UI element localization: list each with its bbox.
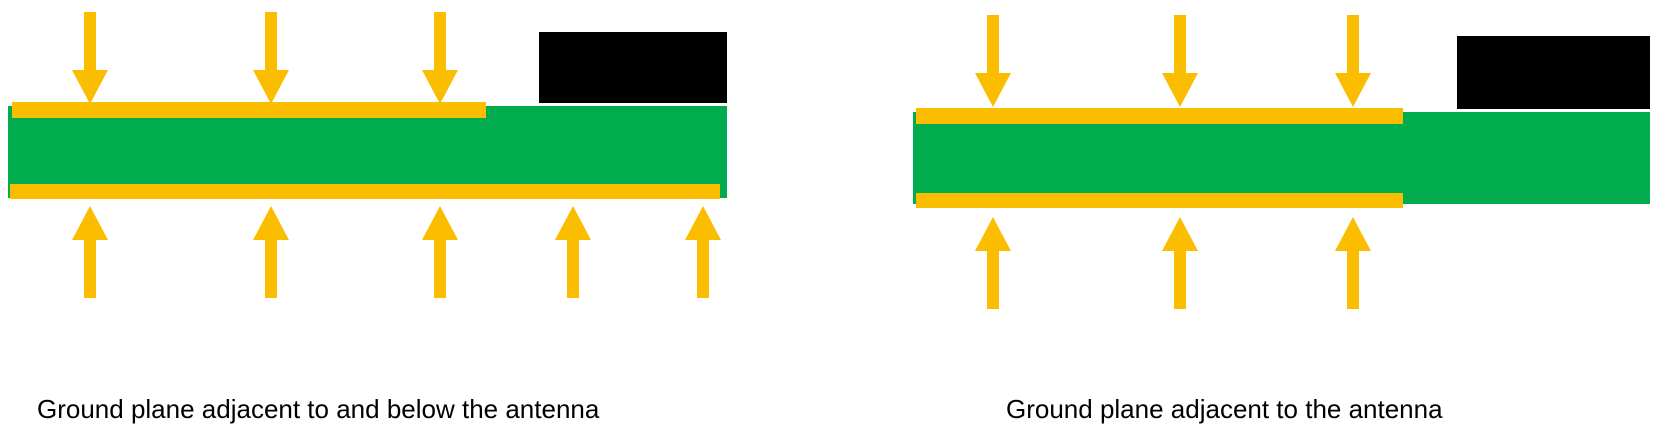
force-arrow-down bbox=[422, 12, 458, 104]
panel-right bbox=[913, 15, 1650, 309]
force-arrow-up bbox=[555, 206, 591, 298]
force-arrow-down bbox=[1335, 15, 1371, 107]
ground-plane-bottom bbox=[916, 193, 1403, 208]
caption-left: Ground plane adjacent to and below the a… bbox=[37, 394, 600, 424]
force-arrow-up bbox=[253, 206, 289, 298]
panel-left bbox=[8, 12, 727, 298]
force-arrow-down bbox=[253, 12, 289, 104]
pcb-board bbox=[8, 106, 727, 198]
force-arrow-up bbox=[1335, 217, 1371, 309]
force-arrow-down bbox=[72, 12, 108, 104]
caption-right: Ground plane adjacent to the antenna bbox=[1006, 394, 1443, 424]
antenna-block bbox=[1457, 36, 1650, 109]
ground-plane-top bbox=[916, 108, 1403, 124]
force-arrow-down bbox=[975, 15, 1011, 107]
force-arrow-up bbox=[422, 206, 458, 298]
pcb-board bbox=[913, 112, 1650, 204]
ground-plane-top bbox=[12, 102, 486, 118]
force-arrow-up bbox=[975, 217, 1011, 309]
antenna-block bbox=[539, 32, 727, 103]
force-arrow-up bbox=[1162, 217, 1198, 309]
ground-plane-bottom bbox=[10, 184, 720, 199]
force-arrow-down bbox=[1162, 15, 1198, 107]
force-arrow-up bbox=[685, 206, 721, 298]
force-arrow-up bbox=[72, 206, 108, 298]
